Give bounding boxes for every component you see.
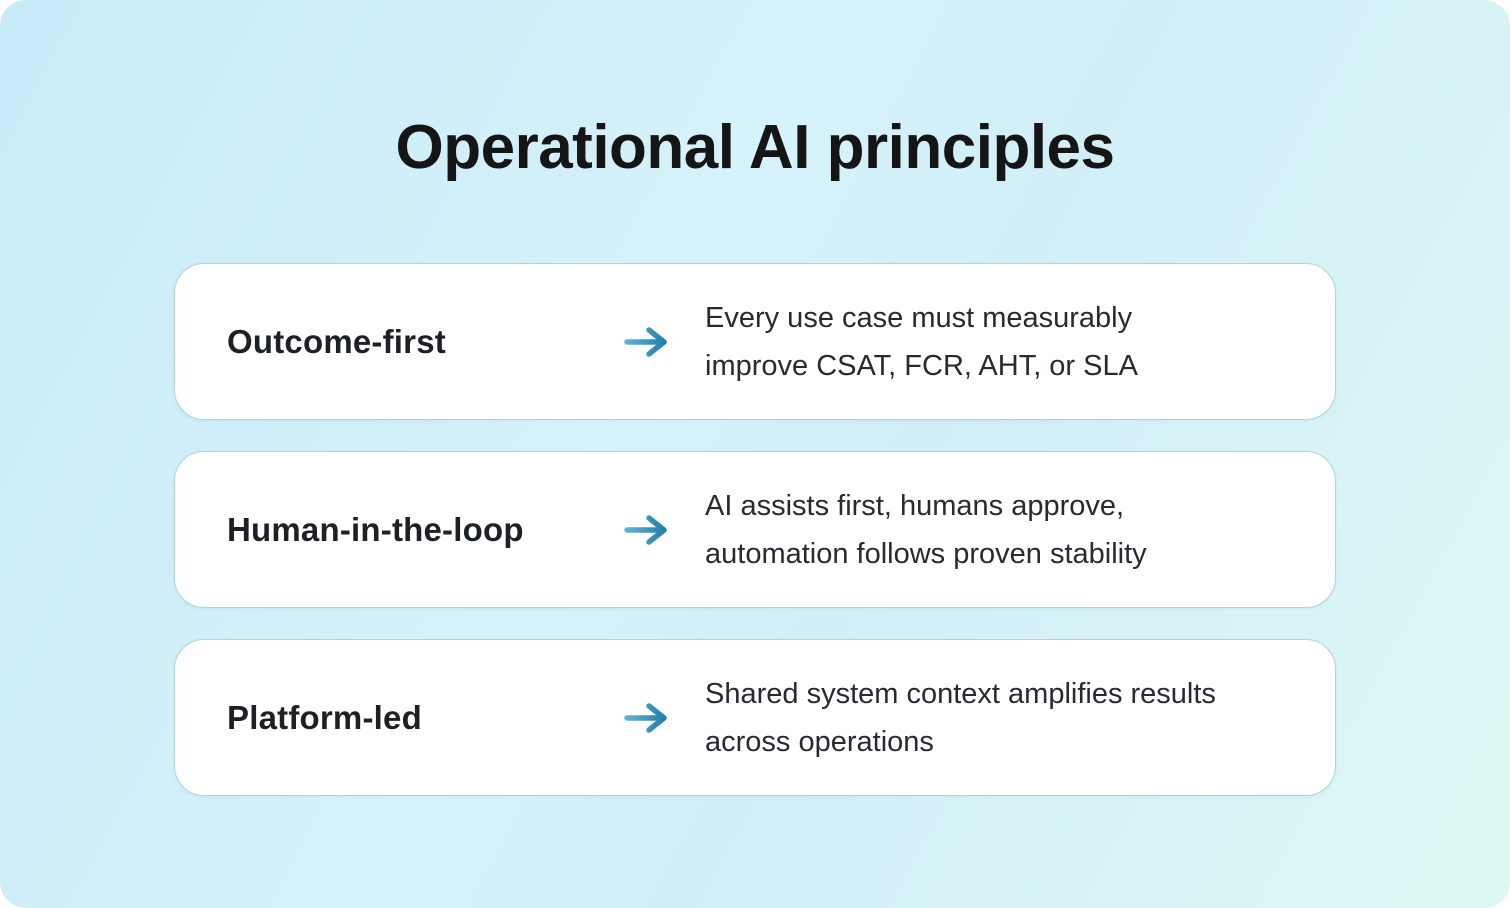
principle-label: Outcome-first <box>227 322 446 360</box>
principle-description: Every use case must measurably improve C… <box>705 294 1295 390</box>
arrow-right-icon <box>623 513 705 547</box>
principle-label: Human-in-the-loop <box>227 510 524 548</box>
description-line: automation follows proven stability <box>705 537 1147 570</box>
principle-label: Platform-led <box>227 698 422 736</box>
principle-card-human-in-the-loop: Human-in-the-loop AI assists first, huma… <box>174 451 1336 609</box>
principle-description: Shared system context amplifies results … <box>705 670 1295 766</box>
description-line: across operations <box>705 725 934 758</box>
description-line: Every use case must measurably <box>705 301 1133 334</box>
arrow-right-icon <box>623 701 705 735</box>
principle-description: AI assists first, humans approve, automa… <box>705 482 1295 578</box>
principles-list: Outcome-first Every use case must measur… <box>174 263 1336 797</box>
principle-card-platform-led: Platform-led Shared system context ampli… <box>174 639 1336 797</box>
principle-card-outcome-first: Outcome-first Every use case must measur… <box>174 263 1336 421</box>
page-title: Operational AI principles <box>395 113 1115 182</box>
description-line: AI assists first, humans approve, <box>705 489 1125 522</box>
description-line: Shared system context amplifies results <box>705 677 1216 710</box>
arrow-right-icon <box>623 325 705 359</box>
description-line: improve CSAT, FCR, AHT, or SLA <box>705 349 1138 382</box>
